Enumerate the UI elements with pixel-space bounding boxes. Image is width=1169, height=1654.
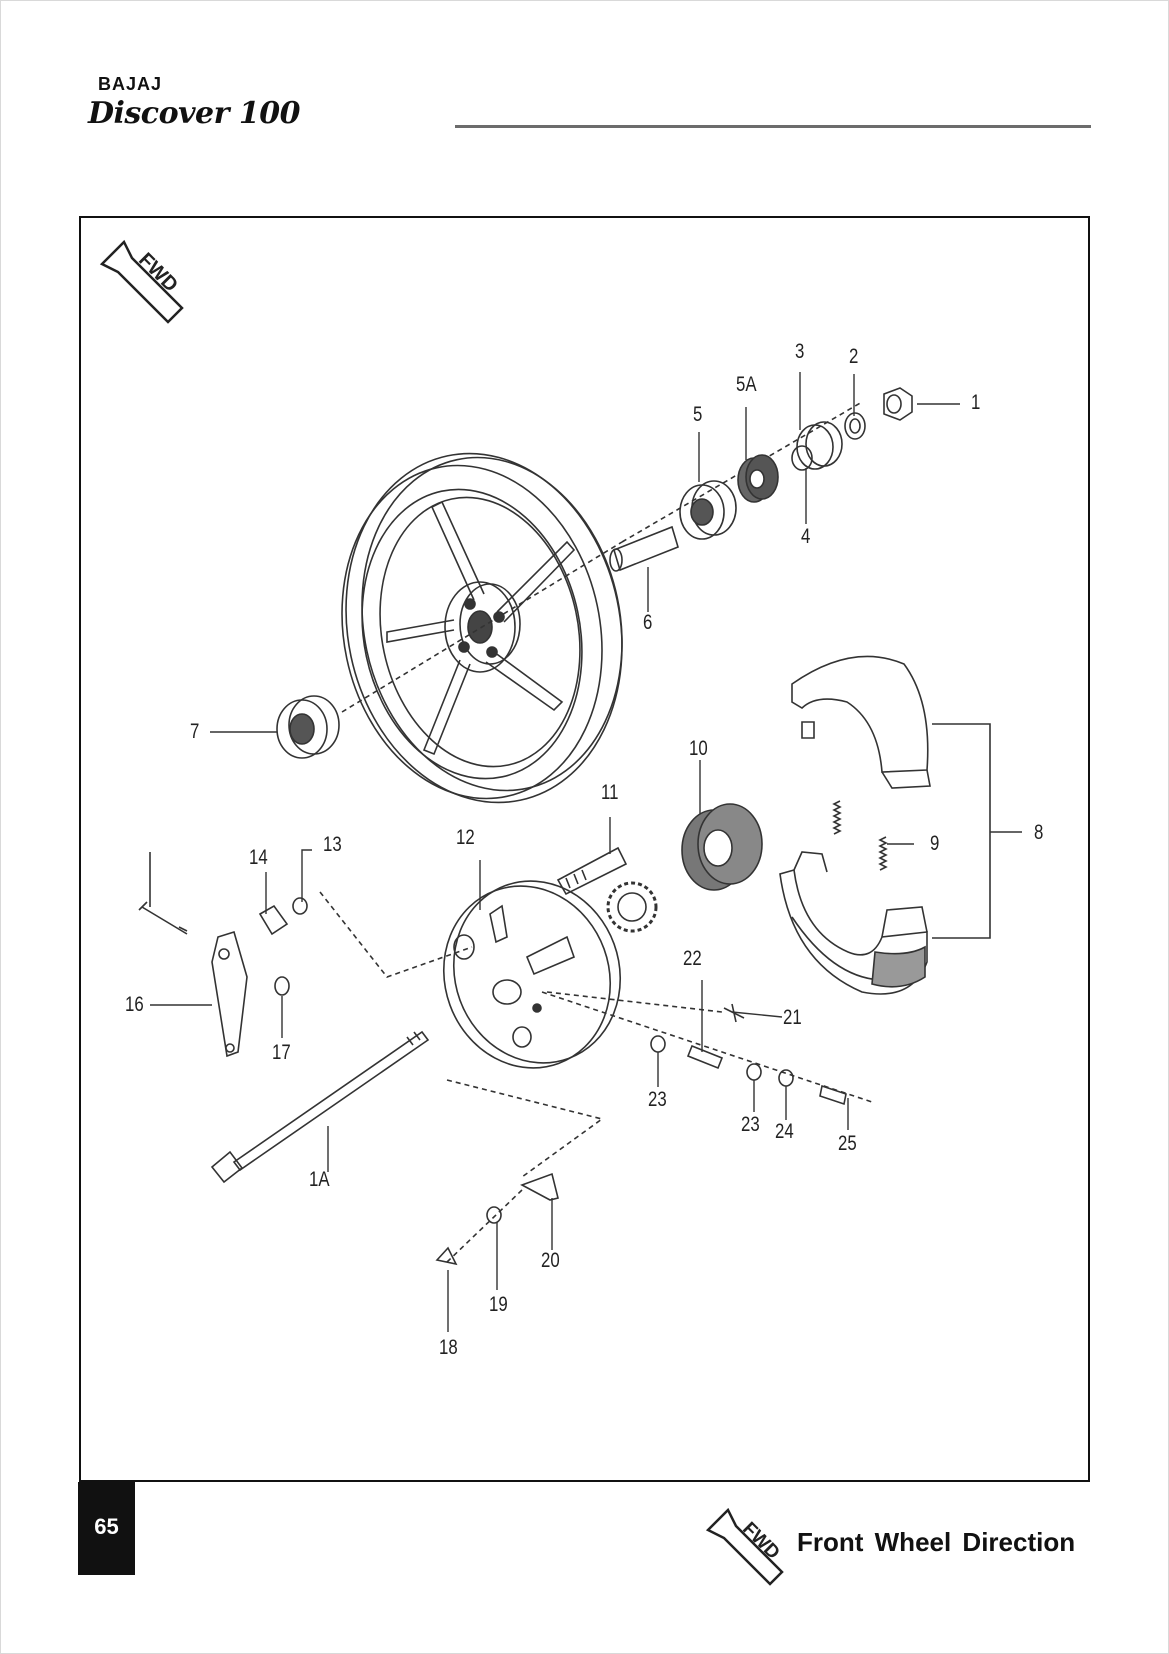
seal-5A	[737, 454, 779, 503]
brake-panel-12	[442, 880, 622, 1069]
callout-5: 5	[693, 403, 703, 426]
callout-19: 19	[489, 1293, 508, 1316]
callout-1a: 1A	[309, 1168, 330, 1191]
callout-13: 13	[323, 833, 342, 856]
fwd-legend-icon: FWD	[705, 1507, 786, 1593]
callout-8: 8	[1034, 821, 1044, 844]
callout-24: 24	[775, 1120, 794, 1143]
callout-22: 22	[683, 947, 702, 970]
callout-17: 17	[272, 1041, 291, 1064]
washer-23	[650, 1035, 666, 1053]
brake-shoe-upper	[791, 655, 931, 789]
screw-18	[435, 1246, 458, 1266]
callout-25: 25	[838, 1132, 857, 1155]
washer-19	[486, 1206, 502, 1224]
callout-2: 2	[849, 345, 859, 368]
cam-lever-20	[520, 1172, 559, 1201]
washer-24	[778, 1069, 794, 1087]
fwd-arrow-icon: FWD	[99, 239, 184, 324]
collar-3	[791, 421, 843, 471]
callout-6: 6	[643, 611, 653, 634]
front-wheel-direction-label: Front Wheel Direction	[797, 1527, 1076, 1557]
callout-7: 7	[190, 720, 200, 743]
washer-23b	[746, 1063, 762, 1081]
pinion-22	[686, 1044, 724, 1070]
callout-14: 14	[249, 846, 268, 869]
exploded-diagram-frame: FWD	[79, 216, 1090, 1482]
page-number: 65	[78, 1482, 135, 1575]
callout-23b: 23	[741, 1113, 760, 1136]
nut-1	[883, 387, 913, 421]
header-rule	[455, 125, 1091, 128]
exploded-parts-diagram: FWD	[99, 239, 1022, 1332]
callout-12: 12	[456, 826, 475, 849]
brand-name: BAJAJ	[98, 74, 163, 94]
callout-9: 9	[930, 832, 940, 855]
bearing-5	[679, 480, 737, 540]
spring-9	[832, 800, 914, 871]
nut-13	[292, 897, 308, 915]
callout-20: 20	[541, 1249, 560, 1272]
callout-16: 16	[125, 993, 144, 1016]
brake-lever-16	[211, 930, 248, 1058]
callout-5a: 5A	[736, 373, 757, 396]
bearing-7	[276, 695, 340, 759]
speedometer-gear-22	[606, 881, 658, 933]
bearing-10	[681, 803, 763, 891]
callout-4: 4	[801, 525, 811, 548]
leader-lines	[150, 372, 960, 1332]
callout-18: 18	[439, 1336, 458, 1359]
callout-23a: 23	[648, 1088, 667, 1111]
washer-2	[844, 412, 866, 440]
axle-1A	[210, 1030, 430, 1184]
spacer-6	[609, 525, 679, 572]
callout-10: 10	[689, 737, 708, 760]
bolt	[141, 906, 188, 935]
nut-17	[274, 976, 290, 996]
brake-shoe-lower	[779, 851, 928, 995]
callout-1: 1	[971, 391, 981, 414]
callout-3: 3	[795, 340, 805, 363]
wheel-rim	[341, 452, 623, 804]
callout-11: 11	[601, 781, 619, 804]
plug-25	[819, 1084, 847, 1106]
callout-21: 21	[783, 1006, 802, 1029]
plate-14	[258, 904, 289, 936]
model-logo: Discover 100	[88, 96, 300, 131]
speedometer-drive-11	[556, 846, 628, 896]
